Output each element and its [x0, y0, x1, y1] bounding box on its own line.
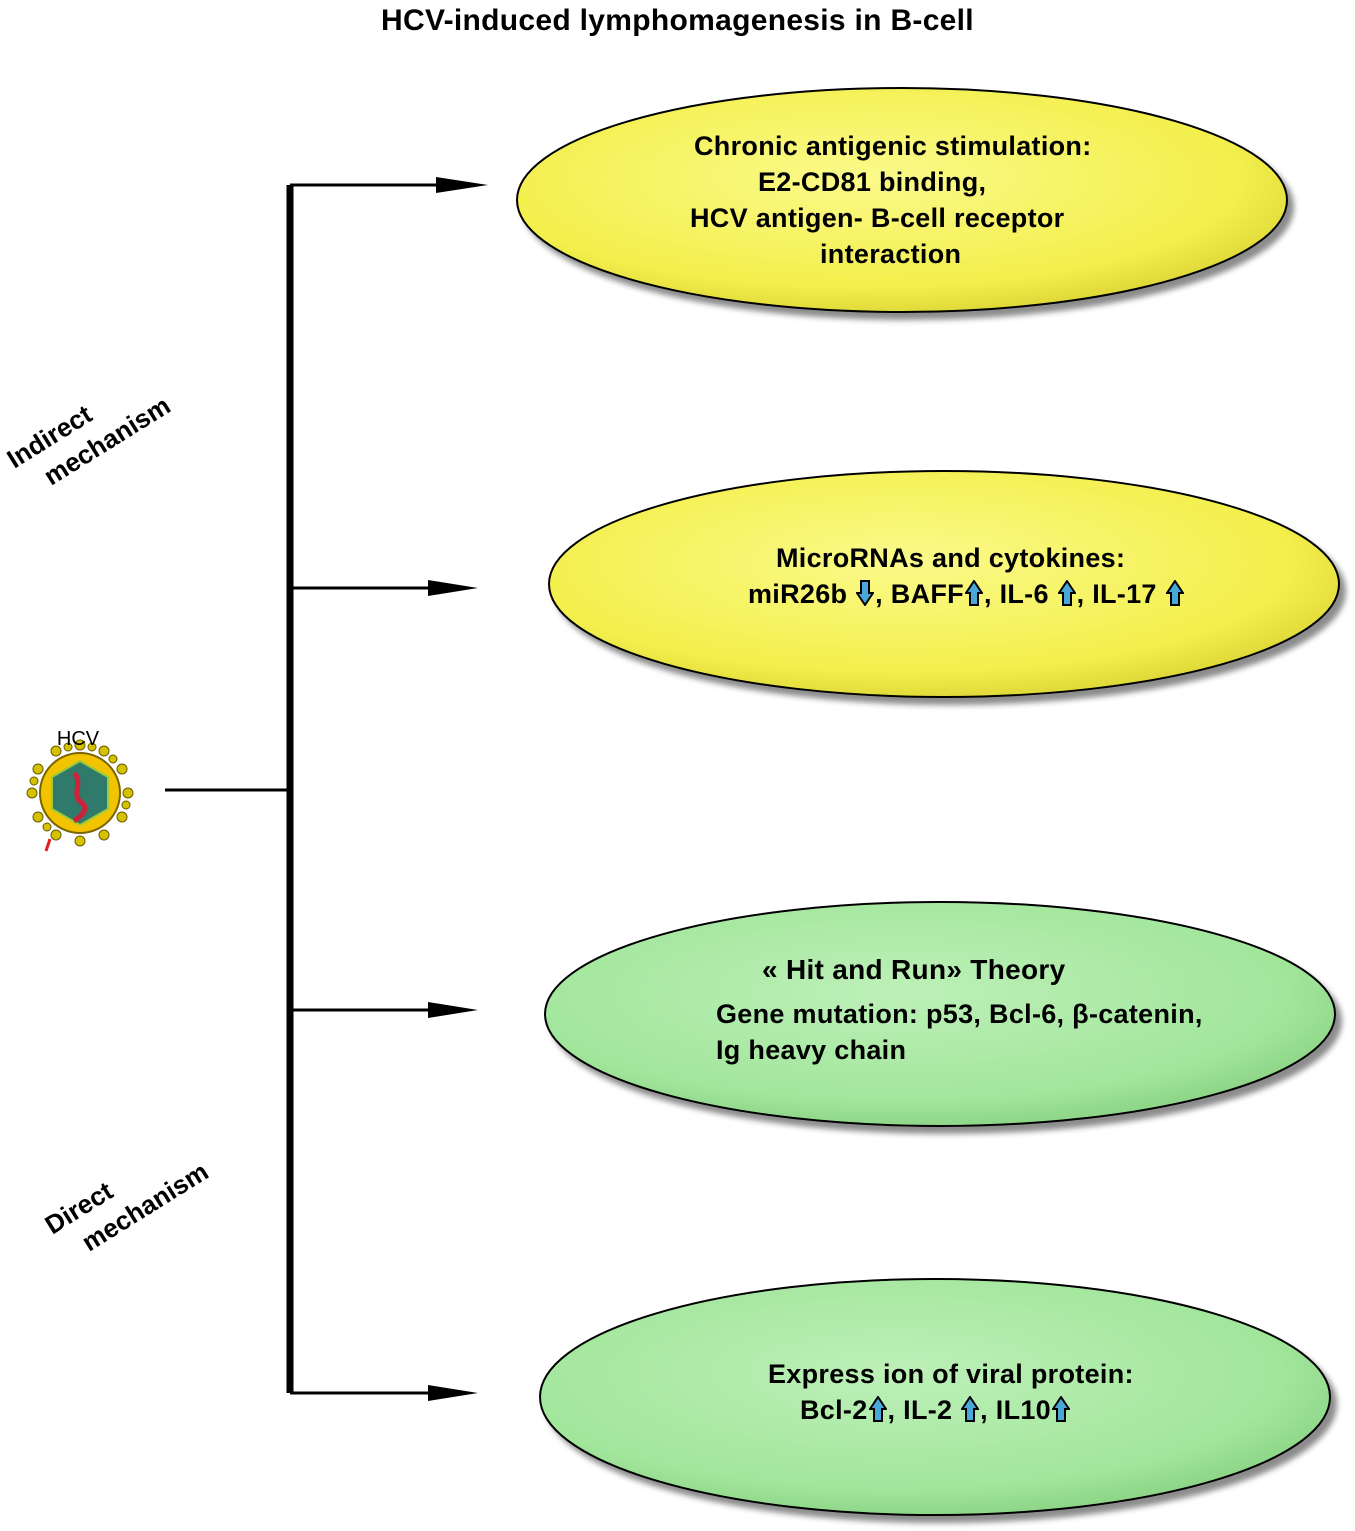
oval-micrornas-cytokines	[548, 470, 1340, 698]
oval-3-line-2: Gene mutation: p53, Bcl-6, β-catenin,	[716, 999, 1203, 1029]
oval-4-items: Bcl-2, IL-2 , IL10	[768, 1392, 1134, 1428]
arrowheads	[428, 177, 488, 1401]
item-il2: IL-2	[903, 1395, 953, 1425]
oval-viral-protein	[539, 1278, 1331, 1516]
oval-1-line-1: Chronic antigenic stimulation:	[694, 131, 1092, 161]
item-il17: IL-17	[1092, 579, 1157, 609]
item-mir26b: miR26b	[748, 579, 848, 609]
hcv-virus-icon	[26, 739, 134, 852]
arrowhead-2	[428, 580, 478, 596]
up-arrow-icon	[1057, 580, 1076, 606]
diagram-title: HCV-induced lymphomagenesis in B-cell	[381, 4, 974, 37]
arrowhead-1	[436, 177, 488, 193]
oval-3-text: « Hit and Run» Theory Gene mutation: p53…	[716, 952, 1203, 1068]
up-arrow-icon	[964, 580, 983, 606]
oval-3-heading: « Hit and Run» Theory	[762, 954, 1066, 985]
connectors	[165, 183, 440, 1395]
oval-2-heading: MicroRNAs and cytokines:	[776, 543, 1126, 573]
oval-2-text: MicroRNAs and cytokines: miR26b , BAFF, …	[748, 540, 1185, 612]
oval-3-line-3: Ig heavy chain	[716, 1035, 907, 1065]
arrowhead-3	[428, 1002, 478, 1018]
oval-hit-and-run	[544, 901, 1336, 1127]
oval-antigenic-stimulation	[516, 87, 1288, 313]
oval-1-line-2: E2-CD81 binding,	[758, 167, 987, 197]
item-il6: IL-6	[999, 579, 1049, 609]
item-il10: IL10	[995, 1395, 1051, 1425]
oval-1-line-3: HCV antigen- B-cell receptor	[690, 203, 1065, 233]
up-arrow-icon	[1052, 1396, 1070, 1422]
up-arrow-icon	[961, 1396, 980, 1422]
up-arrow-icon	[1165, 580, 1184, 606]
oval-4-heading: Express ion of viral protein:	[768, 1359, 1134, 1389]
oval-1-text: Chronic antigenic stimulation: E2-CD81 b…	[690, 128, 1092, 272]
item-baff: BAFF	[890, 579, 964, 609]
up-arrow-icon	[868, 1396, 887, 1422]
arrowhead-4	[428, 1385, 478, 1401]
oval-2-items: miR26b , BAFF, IL-6 , IL-17	[748, 576, 1185, 612]
down-arrow-icon	[856, 580, 875, 606]
virus-label: HCV	[56, 728, 100, 750]
oval-1-line-4: interaction	[820, 239, 962, 269]
item-bcl2: Bcl-2	[800, 1395, 868, 1425]
oval-4-text: Express ion of viral protein: Bcl-2, IL-…	[768, 1356, 1134, 1428]
